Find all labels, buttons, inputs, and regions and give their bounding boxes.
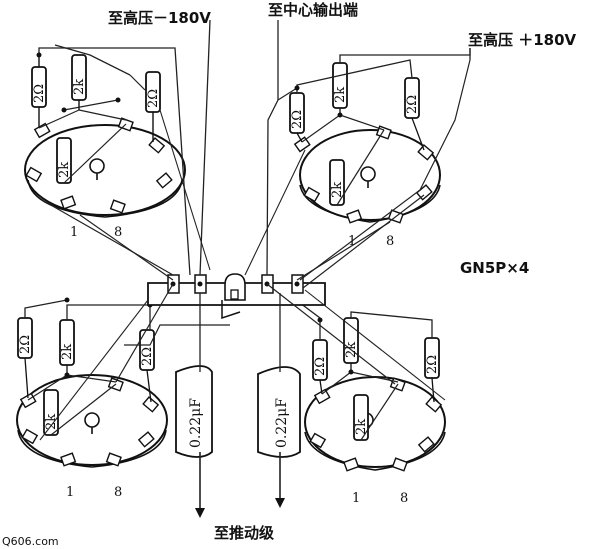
resistor-label-2k: 2k bbox=[72, 79, 87, 95]
resistor-label-2ohm: 2Ω bbox=[405, 95, 420, 114]
pin-label-1: 1 bbox=[348, 234, 356, 249]
label-tube-type: GN5P×4 bbox=[460, 259, 529, 277]
signal-wiring bbox=[39, 19, 471, 518]
resistor-label-2k: 2k bbox=[344, 342, 359, 358]
label-hv-negative: 至高压－180V bbox=[108, 9, 211, 27]
resistor-label-2ohm: 2Ω bbox=[313, 357, 328, 376]
pin-label-1: 1 bbox=[352, 491, 360, 506]
resistor-label-2ohm: 2Ω bbox=[425, 355, 440, 374]
resistor-label-2ohm: 2Ω bbox=[140, 347, 155, 366]
resistor-label-2k: 2k bbox=[44, 414, 59, 430]
resistor-label-2ohm: 2Ω bbox=[32, 84, 47, 103]
capacitor-left bbox=[175, 365, 213, 458]
resistor-label-2k: 2k bbox=[60, 344, 75, 360]
resistor-label-2k: 2k bbox=[330, 182, 345, 198]
resistor-label-2k: 2k bbox=[57, 162, 72, 178]
resistor-label-2ohm: 2Ω bbox=[18, 335, 33, 354]
watermark: Q606.com bbox=[2, 535, 59, 548]
tube-socket-bottom-left bbox=[16, 297, 230, 468]
capacitor-label: 0.22μF bbox=[274, 398, 290, 448]
tube-socket-top-left bbox=[24, 44, 191, 276]
tube-socket-bottom-right bbox=[295, 299, 446, 472]
label-to-driver-stage: 至推动级 bbox=[214, 524, 275, 542]
pin-label-1: 1 bbox=[70, 225, 78, 240]
resistor-label-2ohm: 2Ω bbox=[146, 89, 161, 108]
label-hv-positive: 至高压 ＋180V bbox=[468, 31, 577, 49]
pin-label-8: 8 bbox=[114, 225, 122, 240]
label-center-output: 至中心输出端 bbox=[268, 1, 358, 19]
pin-label-8: 8 bbox=[400, 491, 408, 506]
pin-label-1: 1 bbox=[66, 485, 74, 500]
terminal-strip bbox=[147, 273, 326, 320]
resistor-label-2k: 2k bbox=[333, 87, 348, 103]
resistor-label-2ohm: 2Ω bbox=[290, 110, 305, 129]
pin-label-8: 8 bbox=[114, 485, 122, 500]
pin-label-8: 8 bbox=[386, 234, 394, 249]
tube-socket-top-right bbox=[277, 48, 471, 224]
capacitor-label: 0.22μF bbox=[188, 398, 204, 448]
resistor-label-2k: 2k bbox=[354, 419, 369, 435]
capacitor-right bbox=[257, 366, 301, 458]
